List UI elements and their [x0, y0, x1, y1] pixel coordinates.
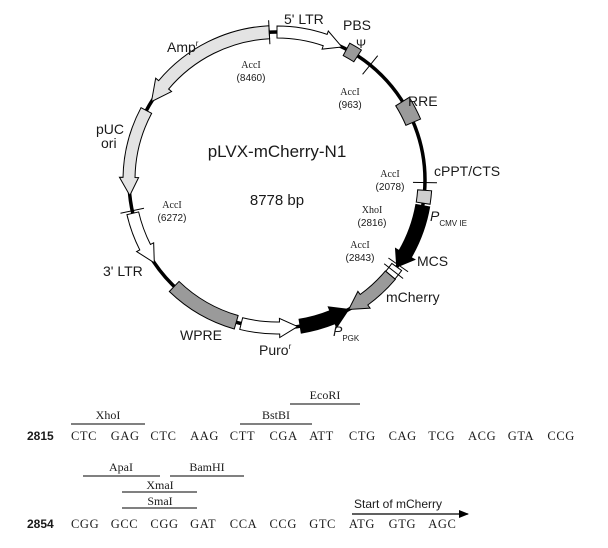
site-acci-6272-pos: (6272) — [158, 213, 187, 224]
enzyme-xmai: XmaI — [146, 478, 173, 492]
enzyme-smai: SmaI — [147, 494, 172, 508]
site-acci-2843-name: AccI — [350, 240, 369, 251]
codon: ACG — [468, 429, 496, 443]
codon: CCA — [230, 517, 258, 531]
site-acci-6272-name: AccI — [162, 200, 181, 211]
tick-xhoi-2816 — [388, 257, 409, 273]
label-3ltr: 3' LTR — [103, 263, 143, 279]
sequence-number-2: 2854 — [27, 517, 54, 531]
label-psi: Ψ — [356, 37, 366, 51]
tick-acci-8460 — [268, 20, 271, 45]
label-pbs: PBS — [343, 17, 371, 33]
feature-wpre-box — [168, 280, 239, 330]
codon: CGG — [150, 517, 178, 531]
codon: CTG — [349, 429, 376, 443]
site-acci-8460-name: AccI — [241, 60, 260, 71]
codon: AGC — [428, 517, 456, 531]
tick-acci-963 — [362, 55, 379, 75]
label-ppgk: PPGK — [333, 323, 360, 343]
codon: CCG — [547, 429, 575, 443]
feature-rre-box — [395, 96, 422, 126]
label-cppt: cPPT/CTS — [434, 163, 500, 179]
codon: GTG — [389, 517, 417, 531]
site-acci-2078-pos: (2078) — [376, 182, 405, 193]
enzyme-bamhi: BamHI — [189, 460, 224, 474]
codon: ATG — [349, 517, 375, 531]
label-puc-2: ori — [101, 135, 117, 151]
codon-row-2: CGG GCC CGG GAT CCA CCG GTC ATG GTG AGC — [71, 517, 456, 531]
site-acci-2843-pos: (2843) — [346, 253, 375, 264]
label-puro: Puror — [259, 342, 292, 358]
feature-pbs-box — [342, 42, 363, 63]
enzyme-bstbi: BstBI — [262, 408, 290, 422]
codon: GAG — [111, 429, 140, 443]
codon: GTA — [508, 429, 535, 443]
label-rre: RRE — [408, 93, 438, 109]
codon: CTT — [230, 429, 255, 443]
codon: GCC — [111, 517, 139, 531]
feature-mcherry-arrow — [347, 270, 397, 310]
site-acci-963-pos: (963) — [338, 100, 361, 111]
codon: CGG — [71, 517, 99, 531]
label-pcmv: PCMV IE — [430, 208, 467, 228]
codon: ATT — [309, 429, 334, 443]
enzyme-ecori: EcoRI — [310, 388, 341, 402]
codon: GTC — [309, 517, 336, 531]
sequence-number-1: 2815 — [27, 429, 54, 443]
site-acci-963-name: AccI — [340, 87, 359, 98]
site-acci-2078-name: AccI — [380, 169, 399, 180]
feature-puro-arrow — [239, 317, 299, 339]
label-mcs: MCS — [417, 253, 448, 269]
feature-3ltr-arrow — [126, 211, 155, 264]
tick-acci-6272 — [120, 207, 145, 214]
codon: AAG — [190, 429, 219, 443]
label-5ltr: 5' LTR — [284, 11, 324, 27]
start-mcherry-label: Start of mCherry — [354, 497, 442, 511]
label-amp: Ampr — [167, 39, 199, 55]
label-puc-1: pUC — [96, 121, 124, 137]
feature-ppgk-arrow — [298, 306, 350, 334]
codon: CAG — [389, 429, 417, 443]
codon: CTC — [150, 429, 176, 443]
feature-puc-arrow — [118, 107, 153, 197]
site-xhoi-2816-name: XhoI — [362, 205, 383, 216]
enzyme-apai: ApaI — [109, 460, 133, 474]
codon: CGA — [270, 429, 298, 443]
codon-row-1: CTC GAG CTC AAG CTT CGA ATT CTG CAG TCG ACG GTA CCG — [71, 429, 575, 443]
tick-acci-2843 — [383, 263, 404, 279]
enzyme-xhoi: XhoI — [96, 408, 121, 422]
label-wpre: WPRE — [180, 327, 222, 343]
feature-cppt-box — [415, 189, 433, 205]
codon: TCG — [428, 429, 455, 443]
plasmid-size: 8778 bp — [250, 192, 304, 209]
sequence-line-1: XhoI BstBI EcoRI 2815 CTC GAG CTC AAG CTT CGA… — [27, 388, 575, 443]
site-ticks — [120, 20, 437, 279]
site-acci-8460-pos: (8460) — [237, 73, 266, 84]
codon: GAT — [190, 517, 216, 531]
feature-5ltr-arrow — [276, 25, 343, 50]
label-mcherry: mCherry — [386, 289, 440, 305]
plasmid-name: pLVX-mCherry-N1 — [208, 142, 347, 161]
codon: CCG — [270, 517, 298, 531]
sequence-line-2: ApaI BamHI XmaI SmaI Start of mCherry 28… — [27, 460, 469, 531]
codon: CTC — [71, 429, 97, 443]
site-xhoi-2816-pos: (2816) — [358, 218, 387, 229]
